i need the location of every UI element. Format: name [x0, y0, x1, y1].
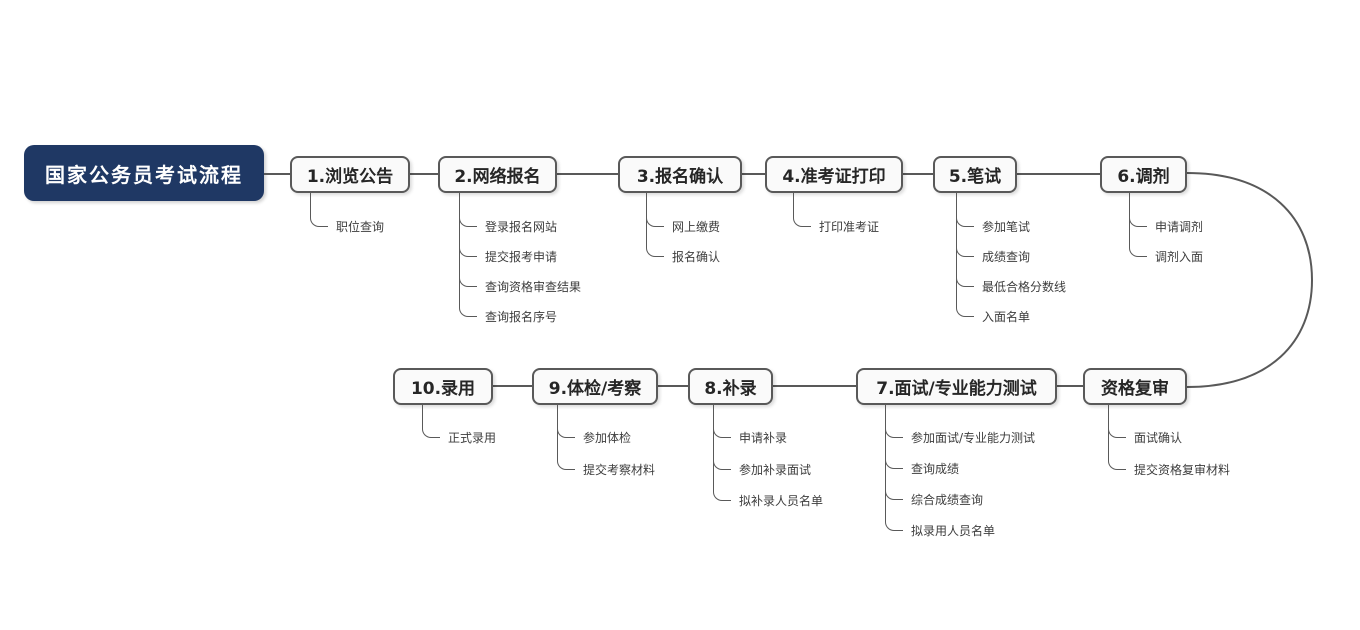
node-label: 1.浏览公告: [306, 167, 394, 187]
node-label: 7.面试/专业能力测试: [876, 379, 1037, 399]
flow-connector-line: [658, 385, 688, 387]
sub-item-label: 参加面试/专业能力测试: [911, 431, 1036, 445]
sub-item-label: 申请调剂: [1155, 220, 1204, 234]
sub-item-label: 综合成绩查询: [911, 493, 984, 507]
flow-connector-line: [903, 173, 933, 175]
sub-item-label: 网上缴费: [672, 220, 721, 234]
branch-connector-line: [422, 404, 440, 438]
node-label: 10.录用: [410, 379, 476, 399]
sub-item-label: 参加笔试: [982, 220, 1031, 234]
sub-item-label: 拟录用人员名单: [911, 524, 996, 538]
sub-item-label: 提交报考申请: [485, 250, 558, 264]
node-8-supplementary-recruitment: 8.补录: [688, 368, 773, 405]
flow-connector-line: [1017, 173, 1100, 175]
sub-item-label: 职位查询: [336, 220, 385, 234]
flow-connector-line: [410, 173, 438, 175]
sub-item-label: 提交考察材料: [583, 463, 656, 477]
node-4-admission-ticket-printing: 4.准考证打印: [765, 156, 903, 193]
node-qualification-review: 资格复审: [1083, 368, 1187, 405]
sub-item-label: 调剂入面: [1155, 250, 1204, 264]
loop-connector-curve: [1186, 172, 1314, 388]
sub-item-label: 参加补录面试: [739, 463, 812, 477]
sub-item-label: 提交资格复审材料: [1134, 463, 1231, 477]
sub-item-label: 正式录用: [448, 431, 497, 445]
flow-title-box: 国家公务员考试流程: [24, 145, 264, 201]
branch-connector-line: [885, 404, 903, 531]
branch-connector-line: [646, 192, 664, 257]
node-7-interview-professional-test: 7.面试/专业能力测试: [856, 368, 1057, 405]
branch-connector-line: [956, 192, 974, 317]
flow-connector-line: [773, 385, 856, 387]
node-label: 资格复审: [1101, 379, 1169, 399]
node-label: 6.调剂: [1117, 167, 1170, 187]
sub-item-label: 申请补录: [739, 431, 788, 445]
node-label: 5.笔试: [948, 167, 1002, 187]
branch-connector-line: [1129, 192, 1147, 257]
node-label: 3.报名确认: [636, 167, 724, 187]
node-label: 9.体检/考察: [548, 379, 642, 399]
flow-connector-line: [493, 385, 532, 387]
sub-item-label: 参加体检: [583, 431, 632, 445]
branch-connector-line: [557, 404, 575, 470]
flow-connector-line: [742, 173, 765, 175]
branch-connector-line: [1108, 404, 1126, 470]
sub-item-label: 最低合格分数线: [982, 280, 1067, 294]
node-label: 4.准考证打印: [782, 167, 886, 187]
node-9-physical-exam-inspection: 9.体检/考察: [532, 368, 658, 405]
branch-connector-line: [459, 192, 477, 317]
node-1-browse-announcement: 1.浏览公告: [290, 156, 410, 193]
node-5-written-exam: 5.笔试: [933, 156, 1017, 193]
branch-connector-line: [793, 192, 811, 227]
flow-connector-line: [264, 173, 290, 175]
branch-connector-line: [310, 192, 328, 227]
sub-item-label: 查询资格审查结果: [485, 280, 582, 294]
sub-item-label: 登录报名网站: [485, 220, 558, 234]
sub-item-label: 面试确认: [1134, 431, 1183, 445]
flow-connector-line: [1057, 385, 1083, 387]
node-label: 8.补录: [704, 379, 757, 399]
node-label: 2.网络报名: [454, 167, 541, 187]
branch-connector-line: [713, 404, 731, 501]
sub-item-label: 入面名单: [982, 310, 1031, 324]
node-3-registration-confirmation: 3.报名确认: [618, 156, 742, 193]
sub-item-label: 打印准考证: [819, 220, 880, 234]
sub-item-label: 拟补录人员名单: [739, 494, 824, 508]
sub-item-label: 查询成绩: [911, 462, 960, 476]
flow-connector-line: [557, 173, 618, 175]
node-2-online-registration: 2.网络报名: [438, 156, 557, 193]
node-10-employment: 10.录用: [393, 368, 493, 405]
sub-item-label: 成绩查询: [982, 250, 1031, 264]
sub-item-label: 查询报名序号: [485, 310, 558, 324]
node-6-adjustment: 6.调剂: [1100, 156, 1187, 193]
sub-item-label: 报名确认: [672, 250, 721, 264]
flow-title-label: 国家公务员考试流程: [45, 162, 243, 187]
